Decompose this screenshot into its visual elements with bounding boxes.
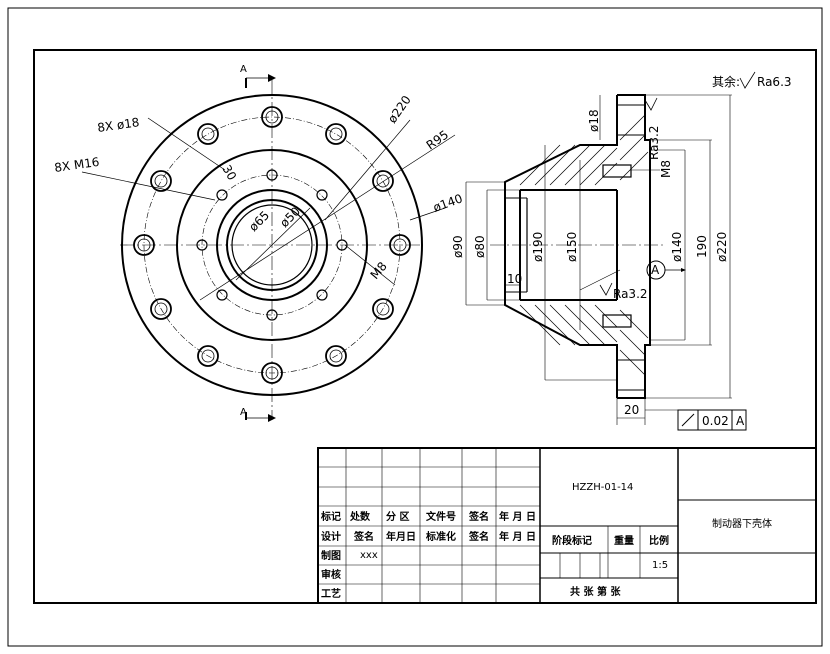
part-name: 制动器下壳体 <box>712 517 772 530</box>
sheets-label: 共 张 第 张 <box>570 585 621 598</box>
surface-note-prefix: 其余: <box>712 74 740 89</box>
dim-sec-w20: 20 <box>624 403 639 417</box>
dim-sec-d18: ø18 <box>587 109 601 132</box>
dim-holes-thread: 8X M16 <box>53 155 100 175</box>
design-col-2: 签名 <box>353 530 374 543</box>
row-draw-label: 制图 <box>321 549 341 562</box>
rev-col-1: 标记 <box>320 510 341 523</box>
dim-sec-h190: 190 <box>695 235 709 258</box>
dim-radius-95: R95 <box>424 127 451 152</box>
rev-col-4: 文件号 <box>426 510 456 523</box>
datum-label: A <box>651 263 660 277</box>
section-arrows <box>681 268 686 272</box>
dim-sec-w10: 10 <box>507 272 522 286</box>
svg-text:A: A <box>240 64 247 75</box>
rev-col-5: 签名 <box>468 510 489 523</box>
dim-sec-d150: ø150 <box>565 232 579 262</box>
tolerance-value: 0.02 <box>702 414 729 428</box>
row-check-label: 审核 <box>321 568 341 581</box>
front-view <box>81 77 456 420</box>
svg-text:A: A <box>240 407 247 418</box>
title-block <box>317 447 817 604</box>
design-col-1: 设计 <box>321 530 341 543</box>
dim-sec-d190: ø190 <box>531 232 545 262</box>
dim-sec-d220: ø220 <box>715 232 729 262</box>
dim-sec-ra32: Ra3.2 <box>647 125 661 160</box>
section-view <box>465 71 756 431</box>
scale-value: 1:5 <box>652 560 668 571</box>
rev-col-2: 处数 <box>349 510 371 523</box>
design-col-6: 年 月 日 <box>499 530 536 543</box>
rev-col-3: 分 区 <box>386 510 409 523</box>
weight-label: 重量 <box>614 534 634 547</box>
dim-holes-dia: 8X ø18 <box>96 115 140 135</box>
surface-note-value: Ra6.3 <box>757 75 792 89</box>
scale-label: 比例 <box>649 534 669 547</box>
design-col-4: 标准化 <box>425 530 456 543</box>
dim-angle-30: 30 <box>219 163 239 183</box>
tolerance-datum: A <box>736 414 745 428</box>
rev-col-6: 年 月 日 <box>499 510 536 523</box>
dim-sec-d80: ø80 <box>473 235 487 258</box>
dim-sec-m8: M8 <box>659 160 673 178</box>
stage-label: 阶段标记 <box>552 534 592 547</box>
row-process-label: 工艺 <box>321 587 341 600</box>
dim-sec-ra32b: Ra3.2 <box>613 287 648 301</box>
drawing-number: HZZH-01-14 <box>572 482 633 493</box>
dim-sec-d140: ø140 <box>670 232 684 262</box>
inner-frame <box>33 49 817 604</box>
designer-name: xxx <box>360 550 378 561</box>
outer-border <box>7 7 823 647</box>
design-col-3: 年月日 <box>386 530 416 543</box>
dim-dia-140: ø140 <box>431 191 464 215</box>
front-view-fills: A A <box>240 64 276 422</box>
dim-sec-d90: ø90 <box>451 235 465 258</box>
design-col-5: 签名 <box>468 530 489 543</box>
